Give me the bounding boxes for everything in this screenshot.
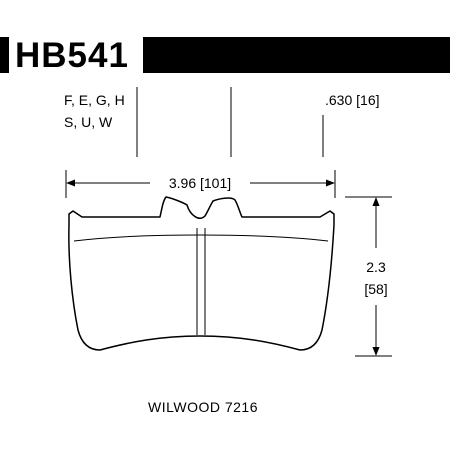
brake-pad-outline bbox=[68, 196, 335, 351]
thickness-dimension-label: .630 [16] bbox=[325, 92, 380, 108]
part-number-box: HB541 bbox=[9, 37, 143, 73]
header-bar: HB541 bbox=[0, 37, 450, 73]
friction-material-top-edge bbox=[73, 234, 329, 242]
width-dimension-label: 3.96 [101] bbox=[169, 175, 231, 191]
compound-list-line1: F, E, G, H bbox=[64, 92, 125, 108]
compound-list-line2: S, U, W bbox=[64, 114, 113, 130]
height-dimension-label-mm: [58] bbox=[364, 281, 387, 297]
height-dimension-label-in: 2.3 bbox=[366, 259, 386, 275]
application-caliper-label: WILWOOD 7216 bbox=[148, 399, 258, 415]
part-number: HB541 bbox=[15, 35, 129, 75]
